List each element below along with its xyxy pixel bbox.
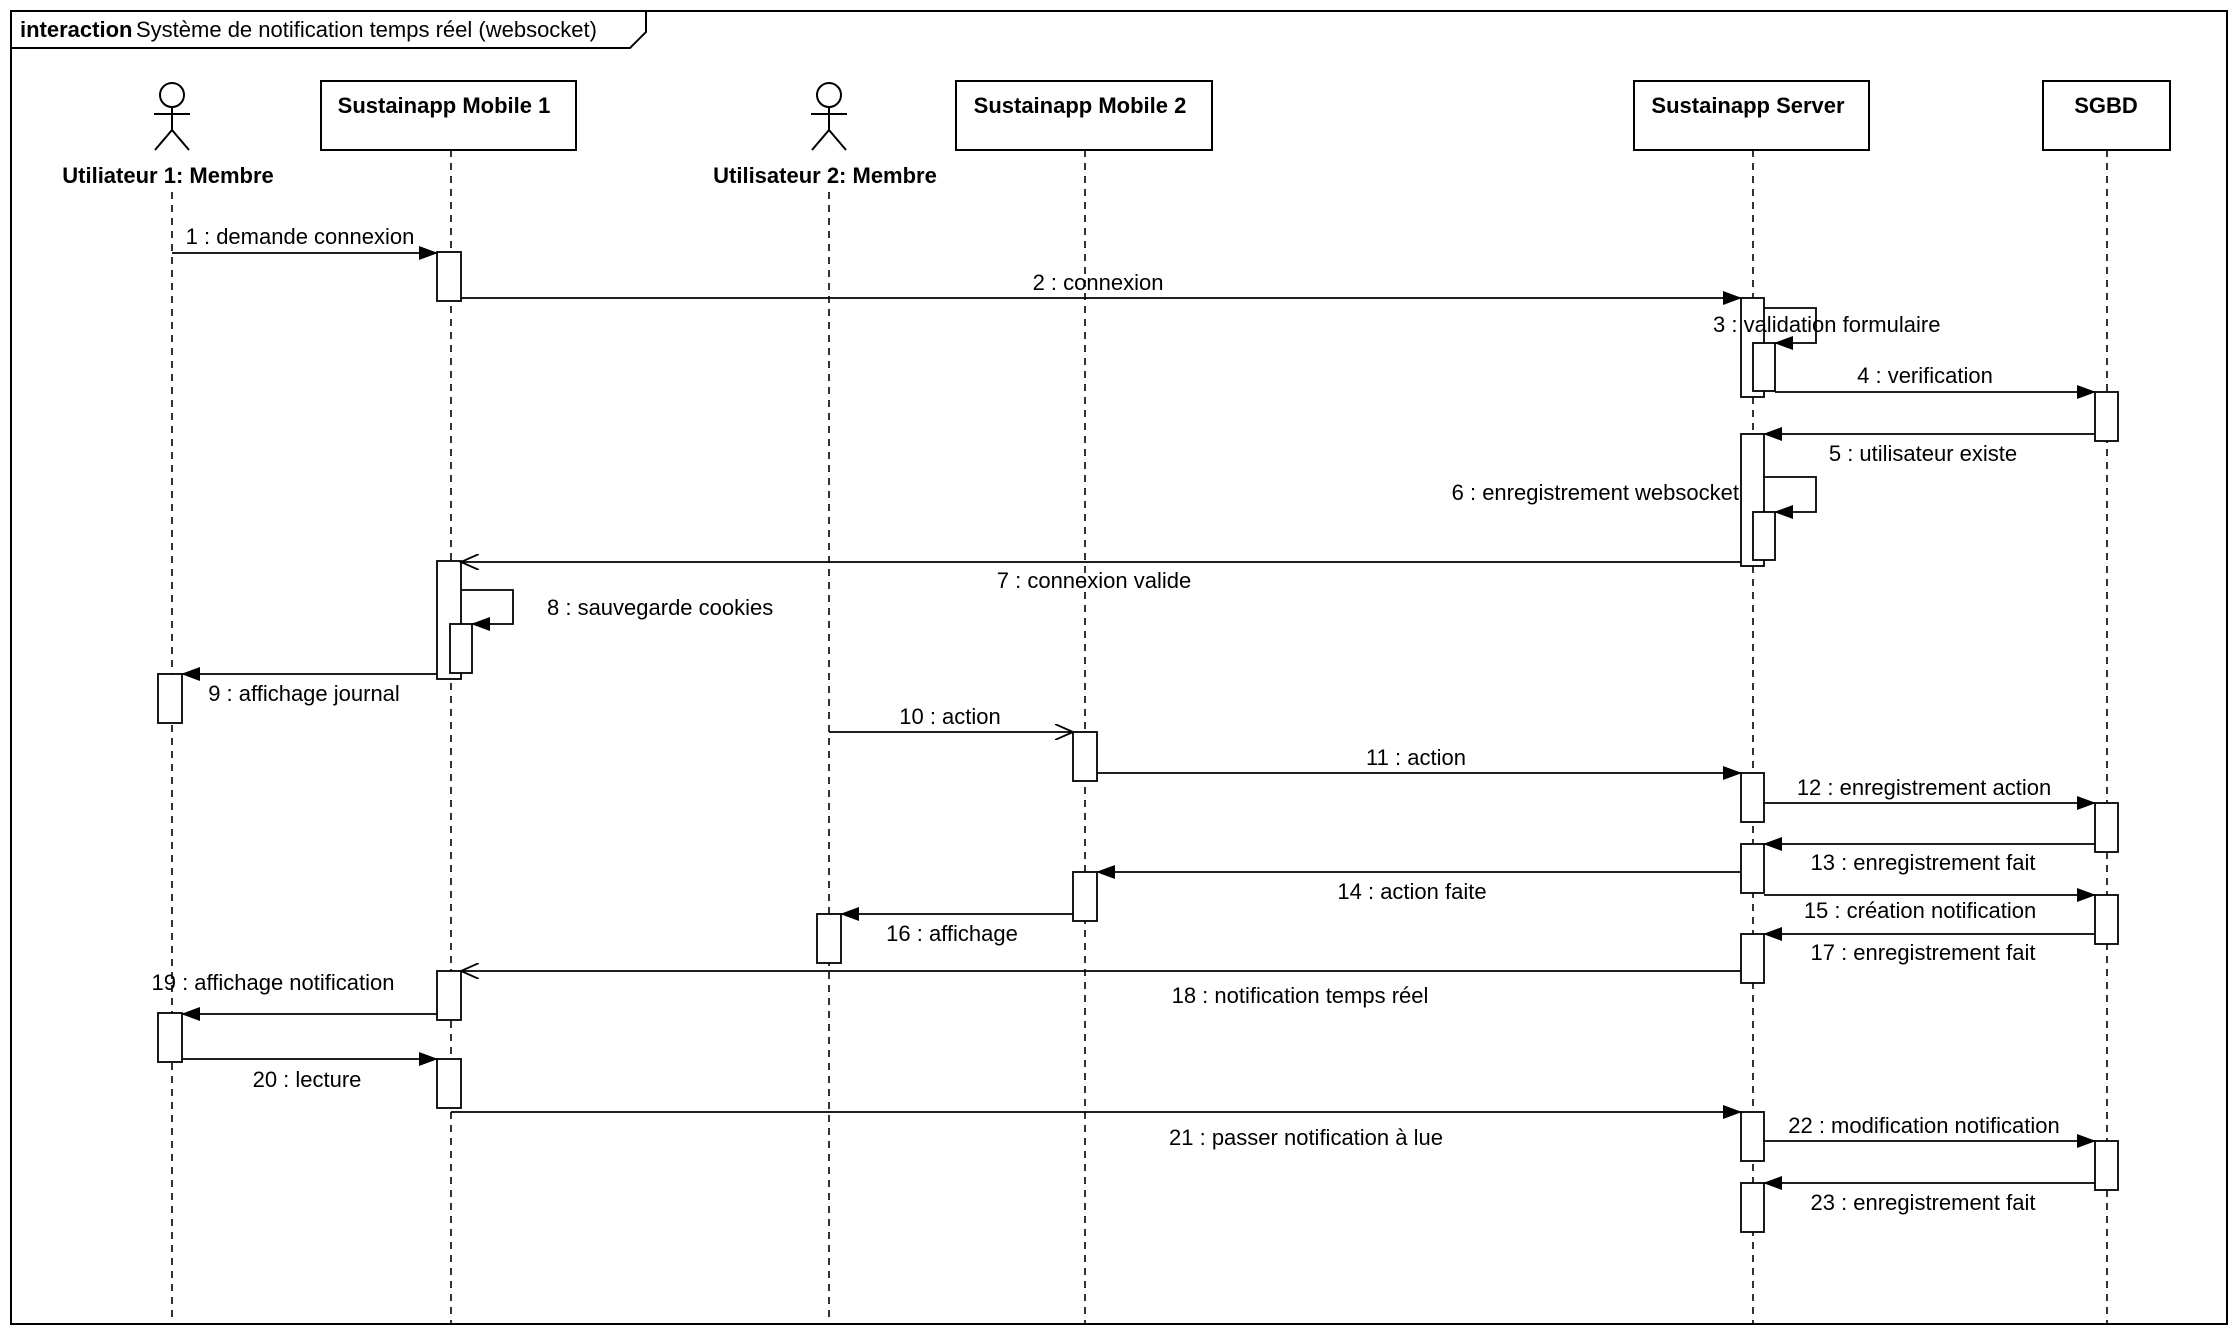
activation-bar <box>449 623 473 674</box>
message-label: 5 : utilisateur existe <box>1829 441 2017 466</box>
message-21: 21 : passer notification à lue <box>451 1105 1742 1150</box>
message-label: 15 : création notification <box>1804 898 2036 923</box>
lifeline-box-server: Sustainapp Server <box>1633 80 1870 151</box>
message-9: 9 : affichage journal <box>181 667 437 706</box>
activation-bar <box>1740 843 1765 894</box>
message-20: 20 : lecture <box>182 1052 438 1092</box>
messages: 1 : demande connexion 2 : connexion 3 : … <box>152 224 2096 1215</box>
activation-bar <box>157 1012 183 1063</box>
message-17: 17 : enregistrement fait <box>1763 927 2095 965</box>
message-label: 14 : action faite <box>1337 879 1486 904</box>
actor-label: Utiliateur 1: Membre <box>62 163 274 188</box>
lifeline-label: Sustainapp Mobile 2 <box>974 93 1187 118</box>
activation-bar <box>157 673 183 724</box>
message-label: 21 : passer notification à lue <box>1169 1125 1443 1150</box>
actor-figure-icon <box>811 82 847 151</box>
message-14: 14 : action faite <box>1096 865 1741 904</box>
message-11: 11 : action <box>1097 745 1742 780</box>
activation-bar <box>1072 731 1098 782</box>
activation-bar <box>1752 511 1776 561</box>
message-6: 6 : enregistrement websocket <box>1452 476 1817 519</box>
message-7: 7 : connexion valide <box>461 562 1741 593</box>
activation-bar <box>2094 894 2119 945</box>
message-22: 22 : modification notification <box>1764 1113 2096 1148</box>
activation-bar <box>436 1058 462 1109</box>
message-label: 1 : demande connexion <box>186 224 415 249</box>
lifeline-box-mobile1: Sustainapp Mobile 1 <box>320 80 577 151</box>
message-label: 22 : modification notification <box>1788 1113 2060 1138</box>
message-label: 4 : verification <box>1857 363 1993 388</box>
message-label: 3 : validation formulaire <box>1713 312 1940 337</box>
message-label: 6 : enregistrement websocket <box>1452 480 1739 505</box>
message-label: 18 : notification temps réel <box>1172 983 1429 1008</box>
message-19: 19 : affichage notification <box>152 970 437 1021</box>
actor-user1: Utiliateur 1: Membre <box>62 82 274 188</box>
activation-bar <box>436 251 462 302</box>
frame-border <box>10 10 2228 1325</box>
activation-bar <box>436 970 462 1021</box>
message-label: 10 : action <box>899 704 1001 729</box>
message-label: 9 : affichage journal <box>208 681 400 706</box>
message-label: 20 : lecture <box>253 1067 362 1092</box>
activation-bar <box>1752 342 1776 392</box>
message-15: 15 : création notification <box>1764 888 2096 923</box>
activation-bar <box>1072 871 1098 922</box>
message-3: 3 : validation formulaire <box>1713 307 1940 350</box>
frame-keyword: interaction <box>20 17 132 42</box>
actor-user2: Utilisateur 2: Membre <box>713 82 937 188</box>
activation-bar <box>2094 1140 2119 1191</box>
message-label: 12 : enregistrement action <box>1797 775 2051 800</box>
lifeline-box-mobile2: Sustainapp Mobile 2 <box>955 80 1213 151</box>
message-4: 4 : verification <box>1775 363 2096 399</box>
message-label: 8 : sauvegarde cookies <box>547 595 773 620</box>
frame-title: Système de notification temps réel (webs… <box>136 17 597 42</box>
message-2: 2 : connexion <box>461 270 1742 305</box>
message-label: 19 : affichage notification <box>152 970 395 995</box>
activation-bar <box>1740 772 1765 823</box>
message-12: 12 : enregistrement action <box>1764 775 2096 810</box>
interaction-frame: interaction Système de notification temp… <box>10 10 2228 1325</box>
message-label: 16 : affichage <box>886 921 1018 946</box>
message-label: 11 : action <box>1366 745 1466 770</box>
lifeline-label: SGBD <box>2074 93 2138 118</box>
message-label: 23 : enregistrement fait <box>1810 1190 2035 1215</box>
lifeline-label: Sustainapp Mobile 1 <box>338 93 551 118</box>
message-13: 13 : enregistrement fait <box>1763 837 2095 875</box>
message-10: 10 : action <box>829 704 1073 732</box>
message-label: 17 : enregistrement fait <box>1810 940 2035 965</box>
message-1: 1 : demande connexion <box>172 224 438 260</box>
message-5: 5 : utilisateur existe <box>1763 427 2095 466</box>
message-label: 13 : enregistrement fait <box>1810 850 2035 875</box>
activations <box>157 251 2119 1233</box>
activation-bar <box>2094 391 2119 442</box>
message-16: 16 : affichage <box>840 907 1073 946</box>
lifeline-box-sgbd: SGBD <box>2042 80 2171 151</box>
message-label: 2 : connexion <box>1033 270 1164 295</box>
message-label: 7 : connexion valide <box>997 568 1191 593</box>
message-23: 23 : enregistrement fait <box>1763 1176 2095 1215</box>
message-18: 18 : notification temps réel <box>461 971 1741 1008</box>
activation-bar <box>1740 933 1765 984</box>
activation-bar <box>2094 802 2119 853</box>
message-8: 8 : sauvegarde cookies <box>461 589 773 631</box>
activation-bar <box>1740 1111 1765 1162</box>
frame-tab <box>11 11 647 49</box>
actor-label: Utilisateur 2: Membre <box>713 163 937 188</box>
activation-bar <box>1740 1182 1765 1233</box>
lifeline-label: Sustainapp Server <box>1651 93 1845 118</box>
actor-figure-icon <box>154 82 190 151</box>
activation-bar <box>816 913 842 964</box>
